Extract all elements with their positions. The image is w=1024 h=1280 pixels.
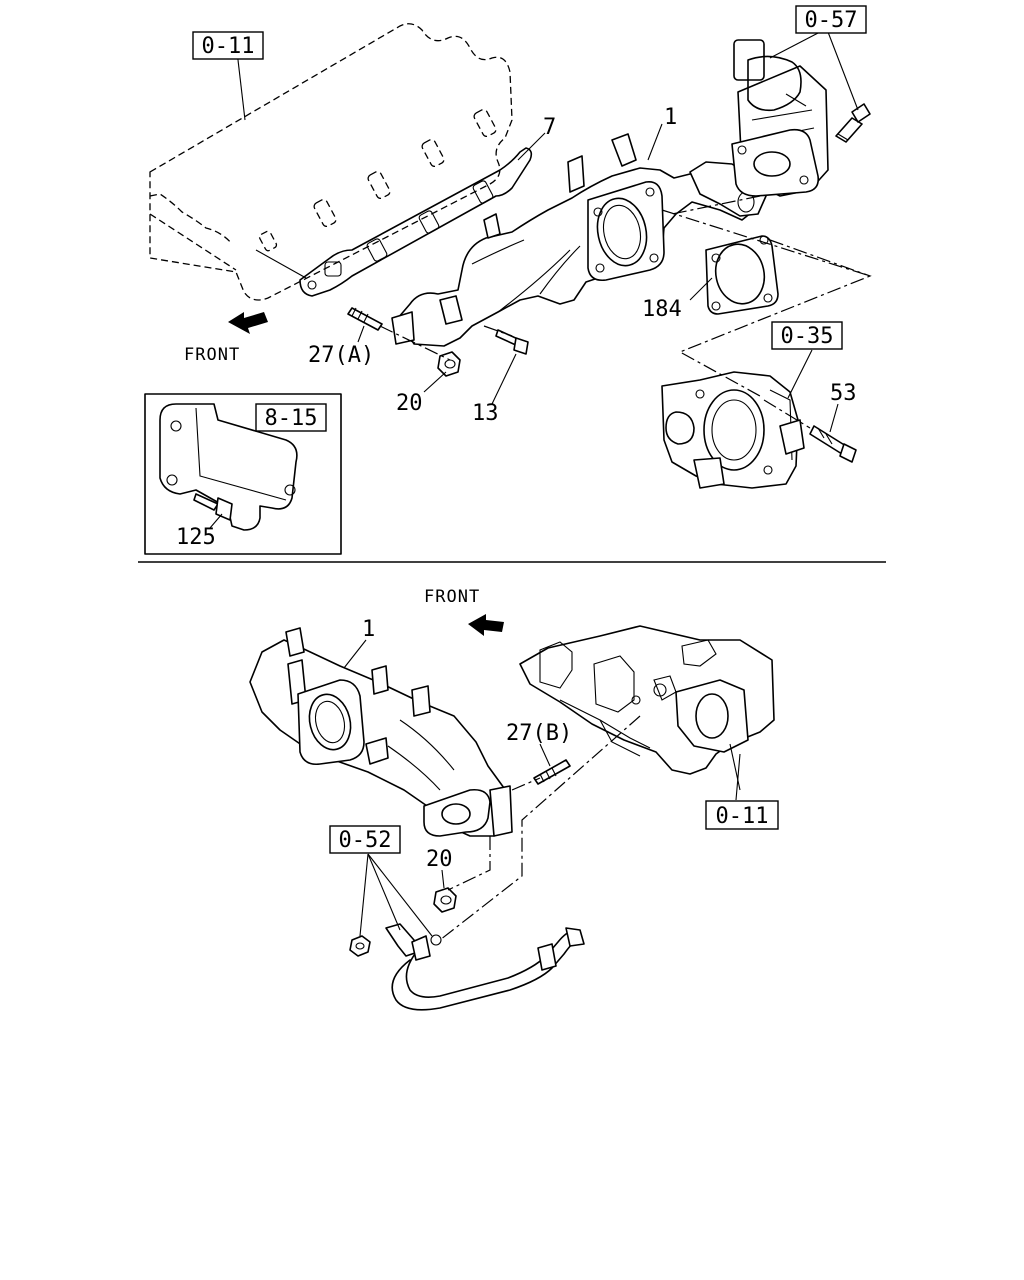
ref-box-bracket-detail: 8-15 bbox=[255, 403, 327, 432]
bracket-125-leader bbox=[209, 513, 223, 529]
egr-valve bbox=[731, 39, 829, 197]
intake-manifold-top bbox=[391, 133, 767, 347]
egr-bolt bbox=[835, 103, 871, 143]
ref-label-head-bottom: 0-11 bbox=[716, 804, 769, 829]
part-label-manifold-top: 1 bbox=[664, 105, 677, 130]
ref-label-head-top: 0-11 bbox=[202, 34, 255, 59]
ref-box-egr-valve: 0-57 bbox=[795, 5, 867, 34]
manifold-gasket bbox=[255, 147, 533, 297]
pipe-assembly bbox=[385, 923, 585, 1011]
intake-manifold-bottom bbox=[249, 627, 513, 837]
bracket-detail-inset bbox=[144, 393, 342, 555]
front-label-bottom: FRONT bbox=[424, 587, 480, 607]
ref-label-bracket-detail: 8-15 bbox=[265, 406, 318, 431]
stud-27b bbox=[533, 759, 571, 785]
throttle-bolt bbox=[809, 425, 857, 463]
part-label-stud-a: 27(A) bbox=[308, 343, 374, 368]
cylinder-head-top bbox=[149, 23, 513, 301]
nut-20-bottom-leader bbox=[441, 869, 445, 889]
stud-27b-leader bbox=[539, 743, 551, 767]
ref-box-pipe-bracket: 0-52 bbox=[329, 825, 401, 854]
ref-box-throttle-body: 0-35 bbox=[771, 321, 843, 350]
part-label-stud-b: 27(B) bbox=[506, 721, 572, 746]
bottom-chain-lines bbox=[439, 715, 641, 941]
throttle-body bbox=[661, 371, 805, 489]
part-label-bolt-53: 53 bbox=[830, 381, 857, 406]
ref-label-pipe-bracket: 0-52 bbox=[339, 828, 392, 853]
front-arrow-top bbox=[228, 312, 268, 334]
nut-052 bbox=[349, 935, 371, 957]
bolt-13 bbox=[495, 329, 529, 355]
ref-label-throttle-body: 0-35 bbox=[781, 324, 834, 349]
part-label-bolt-125: 125 bbox=[176, 525, 216, 550]
nut-20-top bbox=[437, 351, 461, 377]
part-label-manifold-bottom: 1 bbox=[362, 617, 375, 642]
stud-27a bbox=[347, 307, 383, 331]
ref-label-egr-valve: 0-57 bbox=[805, 8, 858, 33]
ref-box-head-top: 0-11 bbox=[192, 31, 264, 60]
top-chain-lines bbox=[379, 195, 872, 429]
ref-box-head-bottom: 0-11 bbox=[705, 800, 779, 830]
part-label-gasket: 7 bbox=[543, 115, 556, 140]
cylinder-head-bottom bbox=[519, 625, 775, 791]
part-label-nut-top: 20 bbox=[396, 391, 423, 416]
top-leader-lines bbox=[357, 31, 859, 433]
front-label-top: FRONT bbox=[184, 345, 240, 365]
nut-20-bottom bbox=[433, 887, 457, 913]
front-arrow-bottom bbox=[468, 614, 504, 636]
part-label-bolt-13: 13 bbox=[472, 401, 499, 426]
throttle-body-gasket bbox=[705, 235, 779, 315]
part-label-throttle-gasket: 184 bbox=[642, 297, 682, 322]
bottom-leader-lines bbox=[343, 639, 741, 937]
part-label-nut-bottom: 20 bbox=[426, 847, 453, 872]
